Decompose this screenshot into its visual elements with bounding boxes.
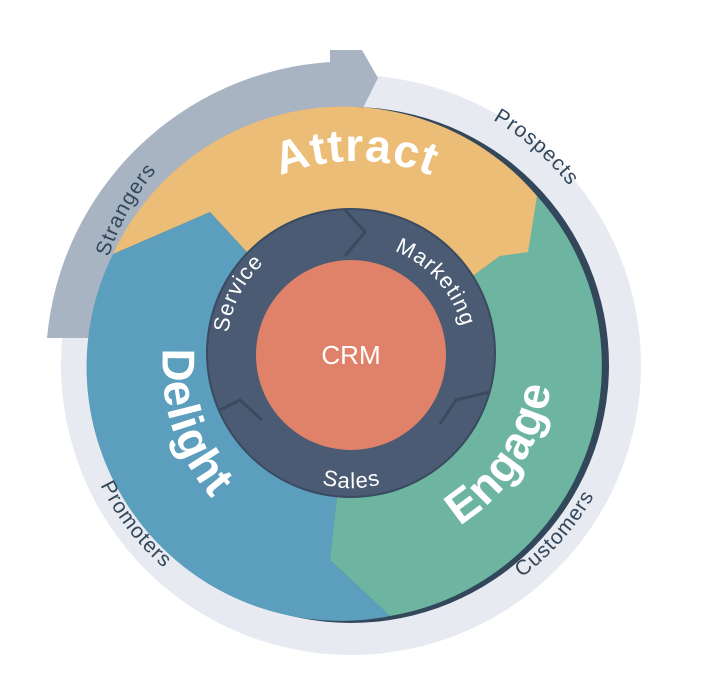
crm-circle: [256, 260, 446, 450]
crm-label: CRM: [321, 340, 380, 370]
outer-ring-strangers-band: [47, 62, 330, 338]
team-label-sales-text: Sales: [321, 465, 382, 494]
teams-divider-ring: [206, 208, 496, 498]
teams-divider-left: [219, 398, 264, 422]
teams-divider-right: [438, 390, 491, 425]
teams-divider-top: [343, 208, 367, 257]
outer-ring-strangers-arrow: [330, 50, 378, 110]
team-label-sales: Sales: [321, 465, 383, 494]
